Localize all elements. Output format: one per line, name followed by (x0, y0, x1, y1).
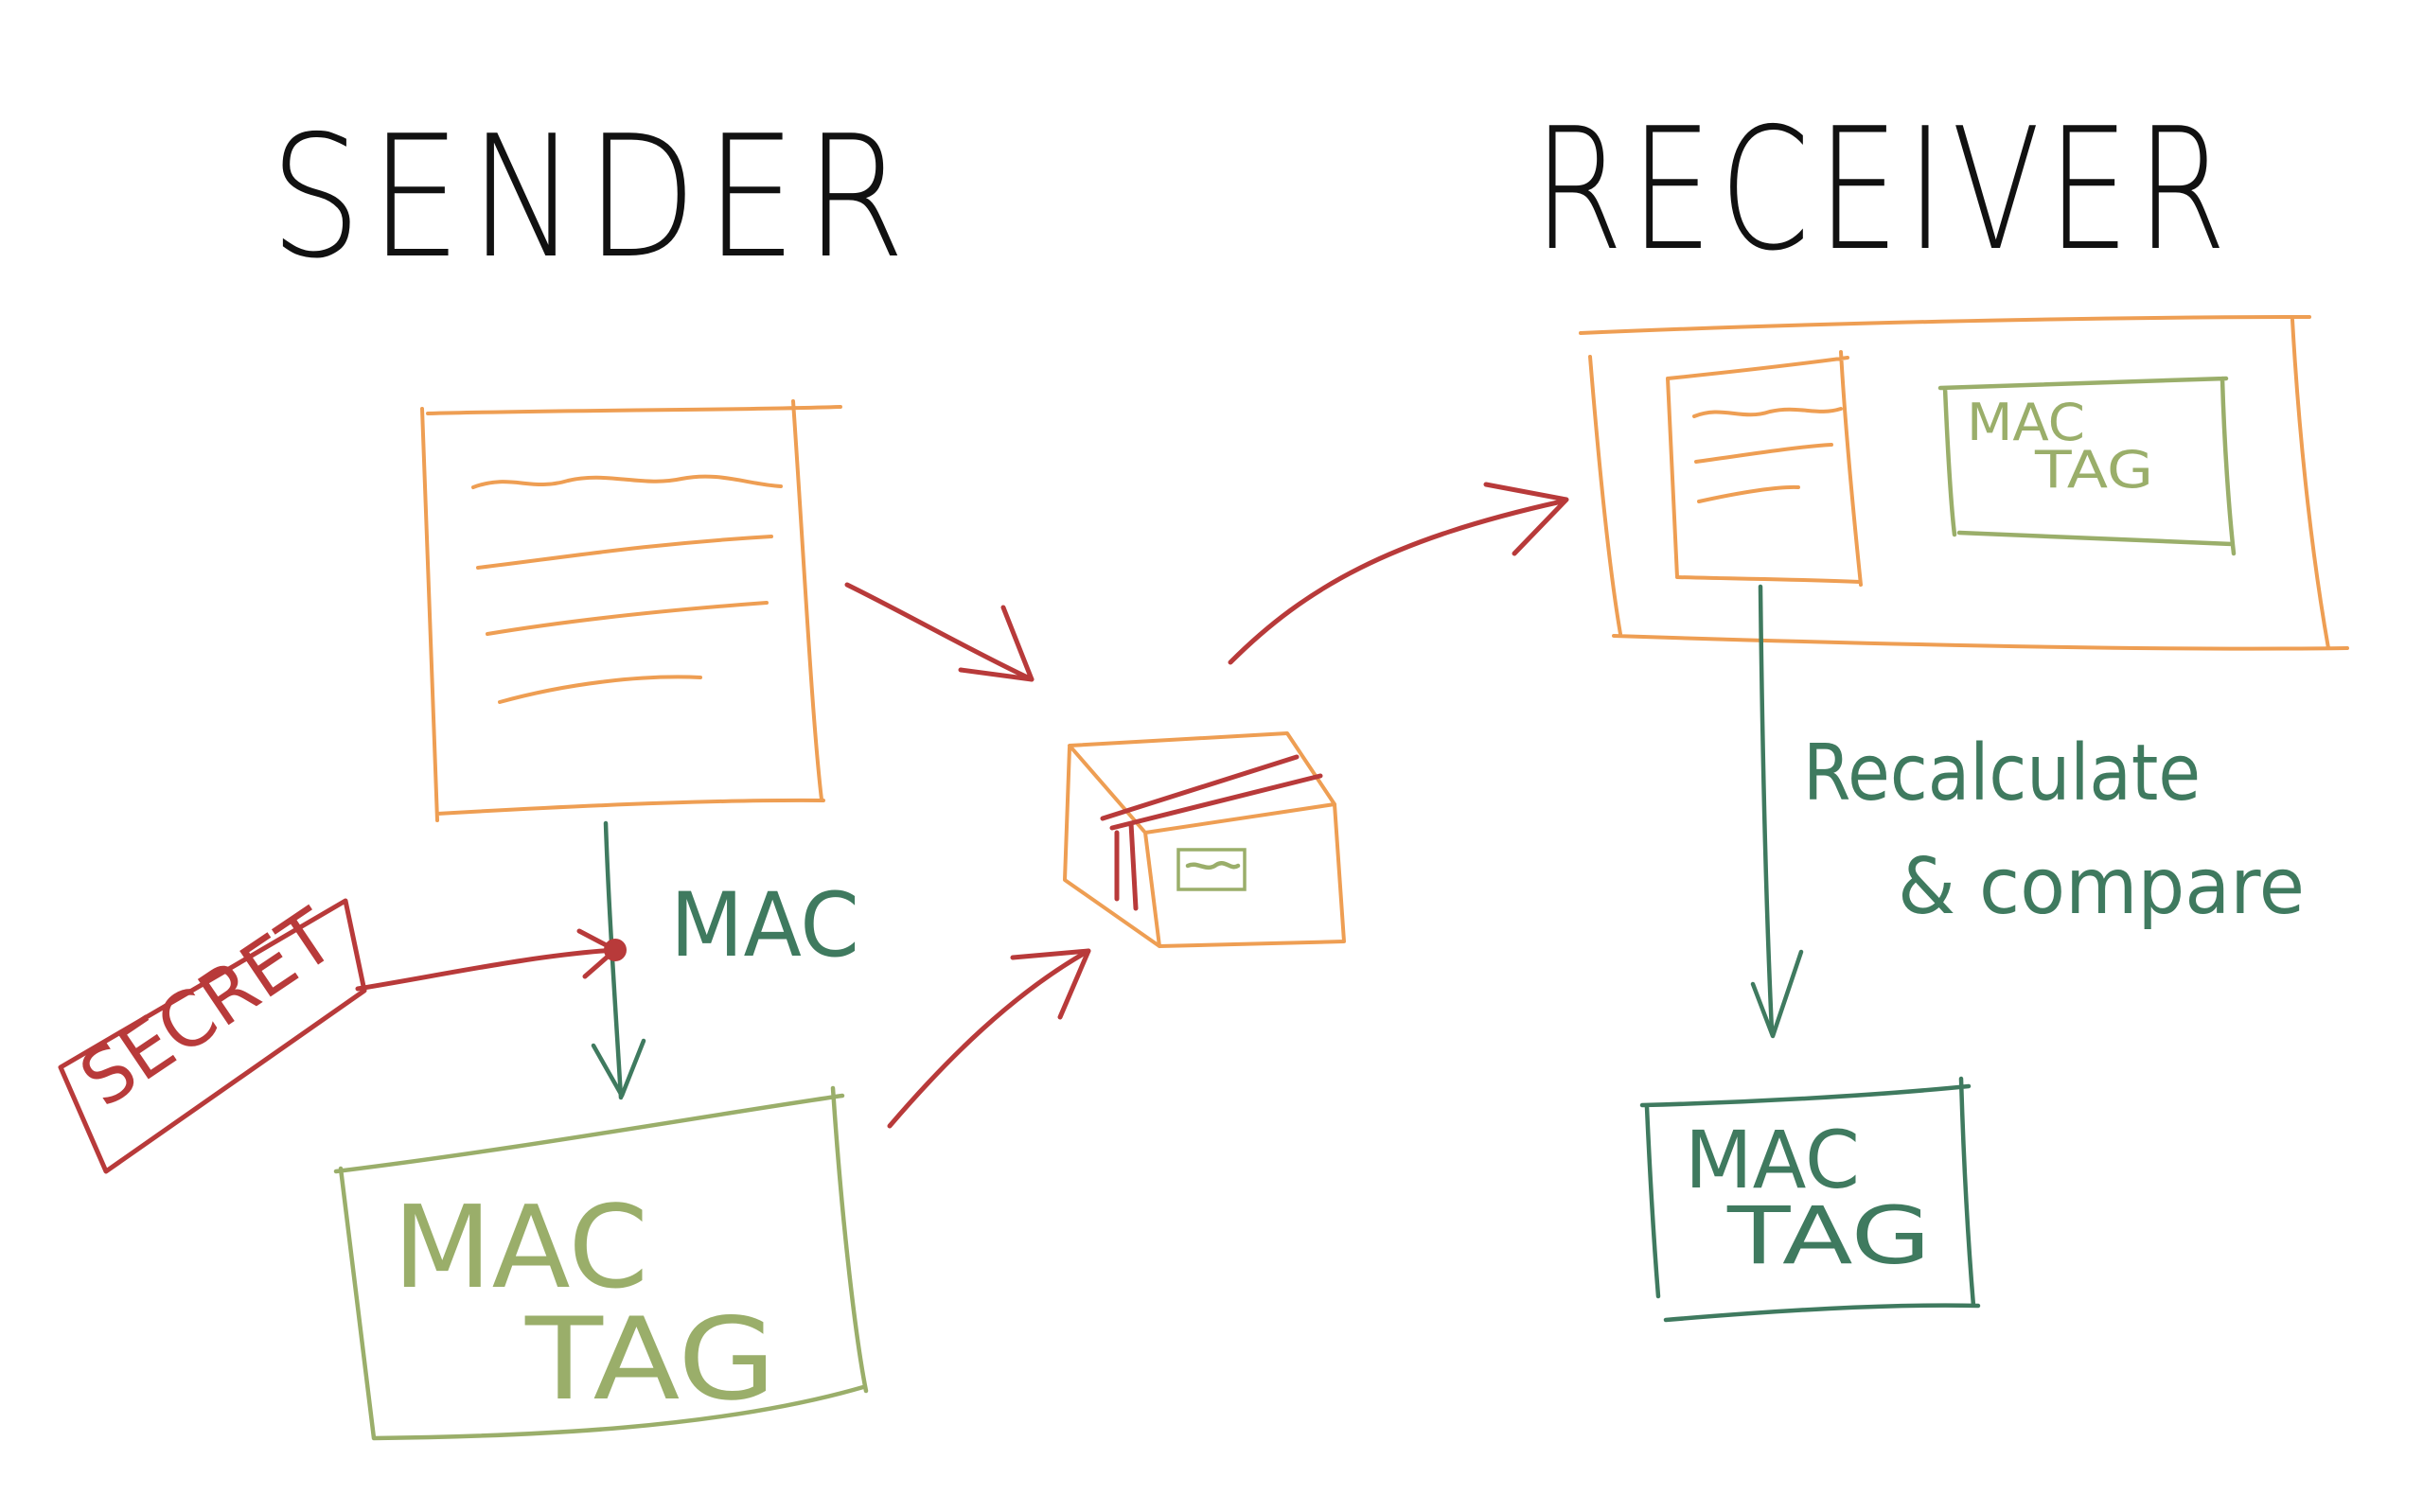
package-outline (1063, 731, 1346, 948)
receiver-title: RECEIVER (1533, 92, 2234, 288)
package-label (1176, 848, 1247, 891)
mac-down-arrow-head (591, 1038, 646, 1099)
text-line-4 (498, 675, 702, 704)
arrow-message-to-package-head (958, 605, 1035, 682)
receiver-text-line-3 (1697, 484, 1800, 503)
receiver-document-border (1666, 350, 1863, 587)
receiver-tag-border (1639, 1076, 1981, 1323)
secret-to-mac-arrow (355, 947, 618, 992)
package-label-scribble (1185, 861, 1241, 870)
sender-title: SENDER (270, 99, 913, 295)
text-line-3 (486, 601, 769, 636)
secret-key-label: SECRET (65, 891, 351, 1123)
package-tape (1100, 754, 1323, 911)
recalculate-arrow: Recalculate & compare (1750, 584, 2305, 1039)
recalculate-label-line2: & compare (1898, 842, 2305, 932)
receiver-text-line-1 (1692, 407, 1843, 418)
recalculate-arrow-line (1758, 584, 1775, 1034)
arrow-package-to-receiver (1228, 482, 1569, 665)
receiver-tag-line2: TAG (1726, 1189, 1931, 1282)
arrow-tag-to-package-line (887, 948, 1091, 1129)
sender-message-document (420, 399, 842, 822)
package-mac-tag: MAC TAG (1937, 376, 2237, 556)
sender-tag-line2: TAG (524, 1294, 776, 1426)
receiver-tag-line1: MAC (1685, 1114, 1860, 1206)
arrow-package-to-receiver-line (1228, 499, 1565, 665)
recalculate-label-line1: Recalculate (1803, 729, 2201, 818)
receiver-text-line-2 (1694, 443, 1833, 464)
arrow-tag-to-package (887, 948, 1091, 1129)
package-tag-line2: TAG (2034, 440, 2153, 500)
receiver-mac-tag: MAC TAG (1639, 1076, 1981, 1323)
arrow-package-to-receiver-head (1483, 482, 1569, 556)
mac-junction-dot (604, 939, 627, 961)
sender-tag-border (333, 1085, 869, 1441)
secret-key: SECRET (58, 891, 627, 1174)
arrow-message-to-package-line (844, 582, 1035, 682)
mac-function-label: MAC (670, 874, 859, 977)
sender-tag-line1: MAC (393, 1183, 648, 1314)
arrow-message-to-package (844, 582, 1035, 682)
text-line-1 (471, 474, 783, 489)
text-line-2 (476, 535, 773, 570)
document-border (420, 399, 842, 822)
receiver-message-document (1666, 350, 1863, 587)
secret-key-box (58, 898, 367, 1174)
package-tag-line1: MAC (1967, 393, 2085, 452)
receiver-package-border (1579, 315, 2349, 651)
package-tag-border (1937, 376, 2237, 556)
sender-mac-arrow: MAC (591, 820, 859, 1100)
arrow-tag-to-package-head (1010, 948, 1091, 1020)
sender-mac-tag: MAC TAG (333, 1085, 869, 1441)
package-box (1063, 731, 1346, 948)
receiver-package: MAC TAG (1579, 315, 2349, 651)
recalculate-arrow-head (1750, 949, 1804, 1039)
